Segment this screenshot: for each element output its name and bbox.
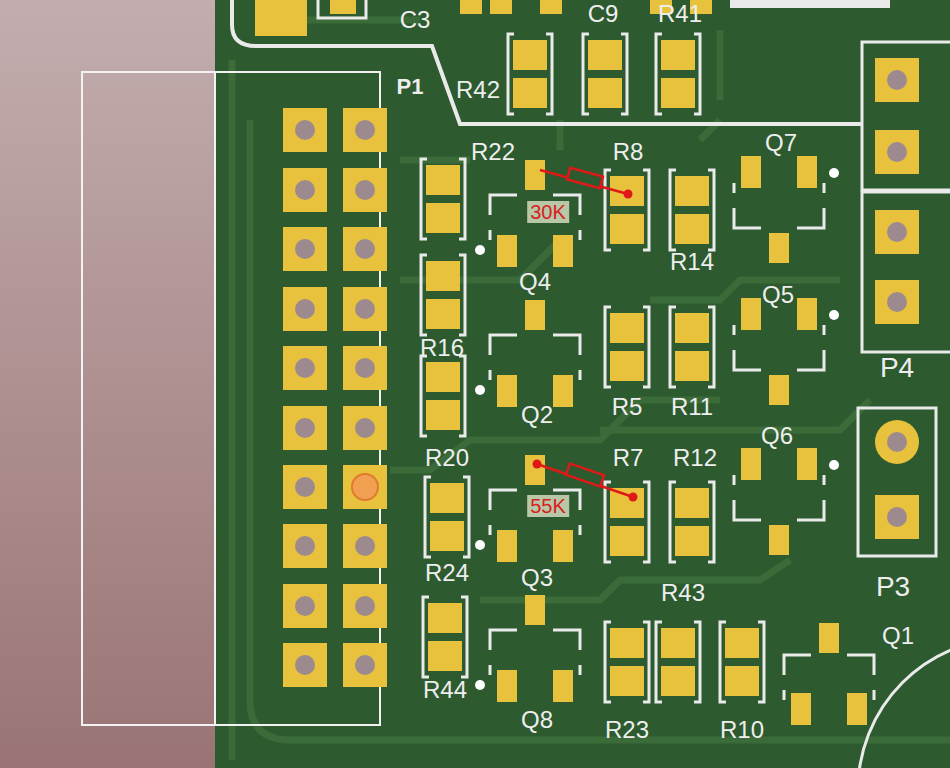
part-label: R43 <box>661 581 705 605</box>
part-label: Q1 <box>882 624 914 648</box>
resistor-value: 30K <box>527 201 569 223</box>
part-label: R44 <box>423 678 467 702</box>
part-label: R12 <box>673 446 717 470</box>
part-label: R42 <box>456 78 500 102</box>
part-label: Q6 <box>761 424 793 448</box>
part-label: Q5 <box>762 283 794 307</box>
part-label: R24 <box>425 561 469 585</box>
part-label: Q3 <box>521 566 553 590</box>
part-label: R41 <box>658 2 702 26</box>
part-label: R11 <box>671 395 713 419</box>
part-label: R23 <box>605 718 649 742</box>
part-label: Q7 <box>765 131 797 155</box>
part-label: Q2 <box>521 403 553 427</box>
part-label: P3 <box>876 573 910 601</box>
part-label: C9 <box>588 2 619 26</box>
part-label: R8 <box>613 140 644 164</box>
part-label: Q8 <box>521 708 553 732</box>
resistor-value: 55K <box>527 495 569 517</box>
part-label: R5 <box>612 395 643 419</box>
part-label: R16 <box>420 336 464 360</box>
part-label: R14 <box>670 250 714 274</box>
part-label: R20 <box>425 446 469 470</box>
part-label: Q4 <box>519 270 551 294</box>
part-label: R7 <box>613 446 644 470</box>
part-label: R10 <box>720 718 764 742</box>
part-label: P1 <box>397 76 424 98</box>
part-label: P4 <box>880 354 914 382</box>
part-label: C3 <box>400 8 431 32</box>
part-label: R22 <box>471 140 515 164</box>
